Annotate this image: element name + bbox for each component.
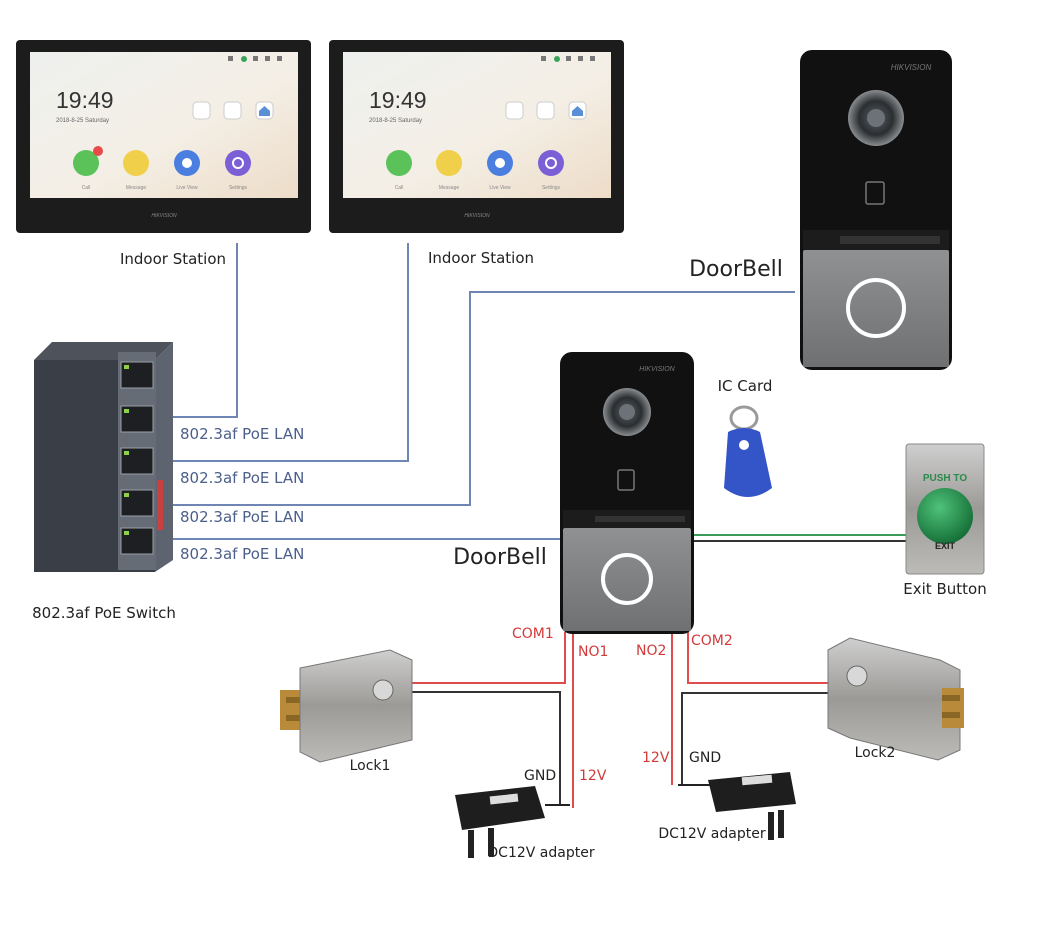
quick-icons (505, 101, 587, 120)
lan-wires (143, 243, 795, 540)
lock-1-label: Lock1 (350, 758, 391, 774)
left-gnd-label: GND (524, 768, 556, 784)
doorbell-1-label: DoorBell (689, 257, 783, 282)
settings-icon (538, 150, 564, 176)
lan-wire-indoor-2 (143, 243, 409, 462)
quick-icons (192, 101, 274, 120)
doorbell-1: HIKVISION (800, 50, 952, 370)
indoor-station-2: 19:49 2018-8-25 Saturday Call Message Li… (329, 40, 624, 233)
indoor-station-2-label: Indoor Station (428, 249, 534, 267)
call-button-icon (601, 553, 653, 605)
ic-card-fob-icon (724, 405, 772, 497)
app-label-live-view: Live View (489, 185, 511, 191)
lan-label-1: 802.3af PoE LAN (180, 425, 304, 443)
app-icons: Call Message Live View Settings (73, 146, 251, 191)
port-leds (124, 365, 129, 535)
lan-label-3: 802.3af PoE LAN (180, 508, 304, 526)
adapter-2 (678, 772, 796, 840)
lock1-wires (412, 632, 574, 808)
doorbell-2: HIKVISION (560, 352, 694, 634)
lock-1 (280, 649, 413, 763)
app-label-live-view: Live View (176, 185, 198, 191)
doorbell-brand: HIKVISION (639, 366, 675, 373)
lan-wire-doorbell-1 (143, 291, 795, 506)
indoor-station-time: 19:49 (56, 87, 114, 113)
doorbell-2-label: DoorBell (453, 545, 547, 570)
exit-button-label: Exit Button (903, 580, 986, 598)
lan-wire-indoor-1 (143, 243, 238, 418)
ic-card-label: IC Card (718, 377, 773, 395)
adapter-1-label: DC12V adapter (487, 845, 594, 861)
switch-ports (120, 361, 154, 555)
card-reader-icon (617, 469, 635, 491)
indoor-station-date: 2018-8-25 Saturday (369, 118, 422, 124)
settings-icon (225, 150, 251, 176)
switch-label: 802.3af PoE Switch (32, 604, 176, 622)
left-12v-label: 12V (579, 768, 607, 784)
terminal-no1: NO1 (578, 644, 608, 660)
message-icon (123, 150, 149, 176)
status-icons (228, 56, 282, 62)
exit-button-bottom-text: EXIT (935, 541, 956, 551)
indoor-station-brand: HIKVISION (464, 213, 490, 219)
lan-label-4: 802.3af PoE LAN (180, 545, 304, 563)
app-label-settings: Settings (542, 185, 561, 191)
right-gnd-label: GND (689, 750, 721, 766)
terminal-com2: COM2 (691, 633, 733, 649)
right-12v-label: 12V (642, 750, 670, 766)
com1-wire (412, 632, 566, 684)
app-label-message: Message (126, 185, 147, 191)
adapter-1 (455, 786, 570, 858)
lan-label-2: 802.3af PoE LAN (180, 469, 304, 487)
exit-button-top-text: PUSH TO (923, 473, 967, 484)
com2-wire (687, 632, 838, 684)
lock2-wires (671, 632, 838, 785)
doorbell-brand: HIKVISION (891, 63, 932, 72)
adapter-2-label: DC12V adapter (658, 826, 765, 842)
indoor-station-date: 2018-8-25 Saturday (56, 118, 109, 124)
app-icons: Call Message Live View Settings (386, 150, 564, 191)
app-label-message: Message (439, 185, 460, 191)
call-icon (386, 150, 412, 176)
lock2-gnd-wire (681, 692, 838, 785)
poe-switch (34, 342, 173, 572)
message-icon (436, 150, 462, 176)
lock-2 (827, 637, 964, 761)
app-label-call: Call (82, 185, 91, 191)
terminal-no2: NO2 (636, 643, 666, 659)
call-button-icon (846, 278, 906, 338)
app-label-settings: Settings (229, 185, 248, 191)
app-label-call: Call (395, 185, 404, 191)
exit-button: PUSH TO EXIT (905, 443, 985, 575)
lock-2-label: Lock2 (855, 745, 896, 761)
status-icons (541, 56, 595, 62)
lock1-gnd-wire (412, 691, 561, 805)
exit-wires (692, 534, 908, 542)
card-reader-icon (865, 181, 885, 205)
terminal-com1: COM1 (512, 626, 554, 642)
indoor-station-brand: HIKVISION (151, 213, 177, 219)
indoor-station-1: 19:49 2018-8-25 Saturday Call Message Li… (16, 40, 311, 233)
indoor-station-time: 19:49 (369, 87, 427, 113)
call-icon (73, 150, 99, 176)
indoor-station-1-label: Indoor Station (120, 250, 226, 268)
